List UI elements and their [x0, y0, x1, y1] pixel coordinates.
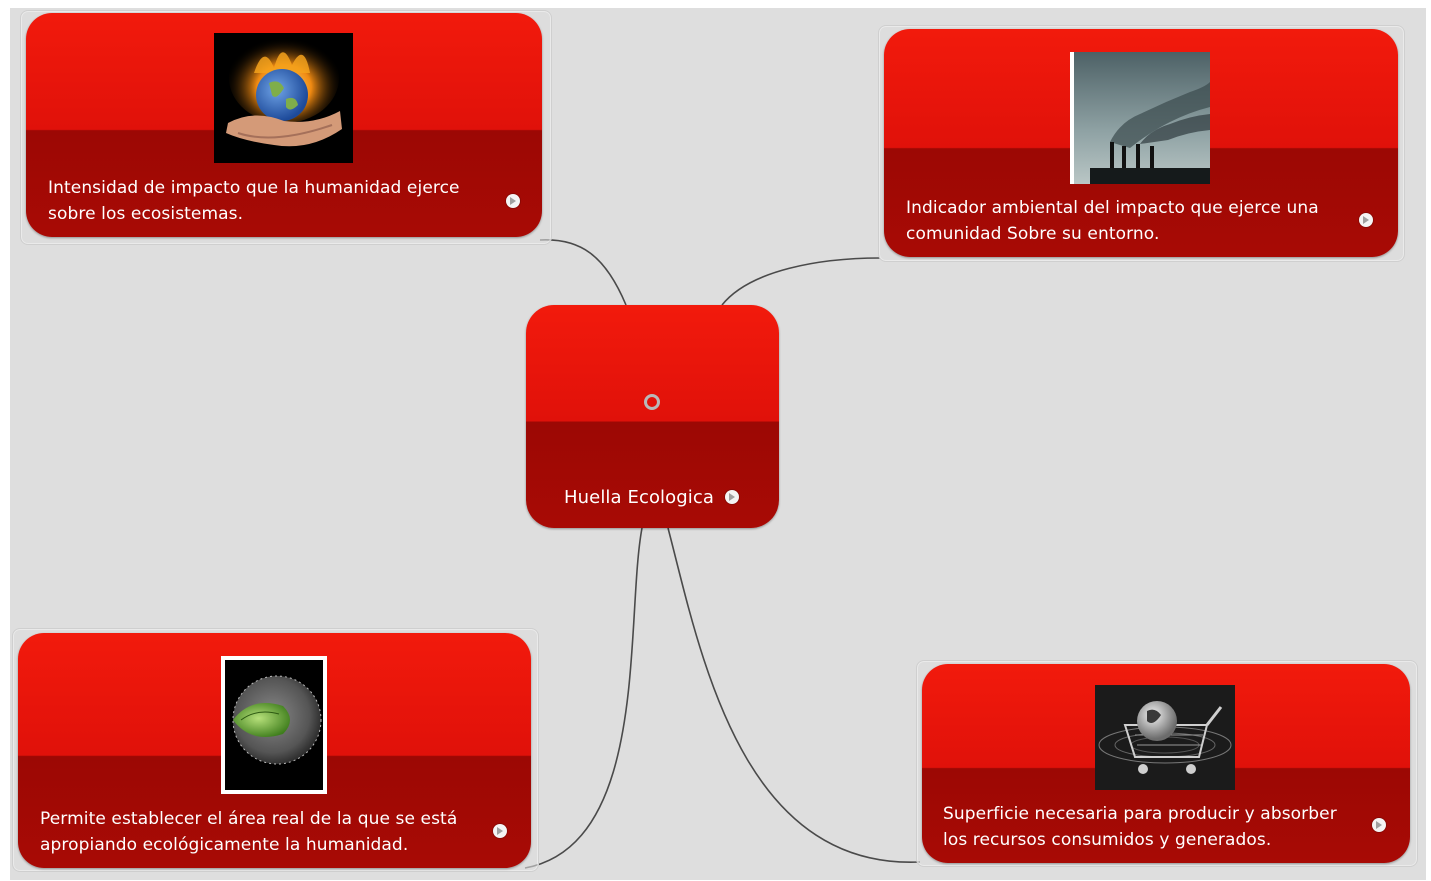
- connector-top-left: [539, 239, 627, 306]
- green-earth-in-sphere-image: [221, 656, 327, 794]
- expand-arrow-icon[interactable]: [506, 194, 520, 208]
- expand-arrow-icon[interactable]: [1372, 818, 1386, 832]
- node-top-right-label: Indicador ambiental del impacto que ejer…: [906, 198, 1319, 244]
- connector-bottom-left: [524, 527, 643, 869]
- node-top-left[interactable]: Intensidad de impacto que la humanidad e…: [26, 13, 542, 237]
- node-handle-icon[interactable]: [644, 394, 660, 410]
- node-top-left-label: Intensidad de impacto que la humanidad e…: [48, 178, 460, 224]
- expand-arrow-icon[interactable]: [725, 490, 739, 504]
- expand-arrow-icon[interactable]: [493, 824, 507, 838]
- node-bottom-left-label: Permite establecer el área real de la qu…: [40, 809, 458, 855]
- central-node-label: Huella Ecologica: [564, 487, 715, 508]
- earth-in-shopping-cart-image: [1095, 685, 1235, 790]
- node-bottom-right[interactable]: Superficie necesaria para producir y abs…: [922, 664, 1410, 863]
- node-top-right[interactable]: Indicador ambiental del impacto que ejer…: [884, 29, 1398, 257]
- central-node[interactable]: Huella Ecologica: [526, 305, 779, 528]
- factory-smokestacks-image: [1070, 52, 1210, 184]
- node-bottom-right-label: Superficie necesaria para producir y abs…: [943, 804, 1337, 850]
- expand-arrow-icon[interactable]: [1359, 213, 1373, 227]
- connector-bottom-right: [667, 527, 921, 863]
- connector-top-right: [721, 257, 881, 306]
- earth-on-fire-hand-image: [214, 33, 353, 163]
- node-bottom-left[interactable]: Permite establecer el área real de la qu…: [18, 633, 531, 868]
